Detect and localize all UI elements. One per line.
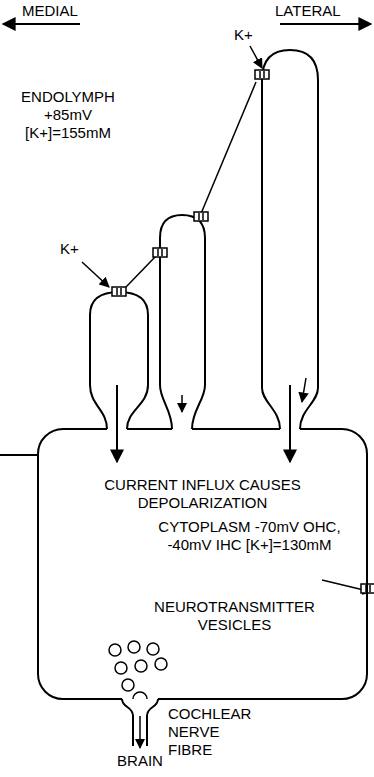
ion-arrow (82, 262, 109, 287)
signal-arrow (139, 716, 141, 748)
ion-label: K+ (234, 26, 260, 44)
direction-label: LATERAL (275, 2, 365, 20)
direction-arrow (280, 23, 371, 25)
effect-text: CURRENT INFLUX CAUSES DEPOLARIZATION (47, 476, 358, 512)
stereocilium (90, 292, 148, 429)
nerve-label: COCHLEAR NERVE FIBRE (168, 705, 263, 759)
support-line (0, 454, 37, 456)
direction-label: MEDIAL (22, 2, 102, 20)
ion-label: K+ (60, 240, 86, 258)
target-label: BRAIN (100, 752, 180, 770)
region-label: ENDOLYMPH +85mV [K+]=155mM (12, 88, 124, 142)
vesicle-label: NEUROTRANSMITTER VESICLES (132, 598, 337, 634)
current-arrow (289, 385, 291, 462)
nerve-fibre (122, 699, 133, 746)
cell-outline (37, 428, 368, 700)
ion-channel (112, 70, 374, 593)
stereocilium (262, 50, 318, 429)
current-arrow (116, 385, 118, 462)
current-arrow (181, 395, 183, 412)
stereocilium (160, 215, 205, 429)
tip-link (126, 256, 156, 287)
vesicles (109, 641, 167, 699)
hair-cell-body: CURRENT INFLUX CAUSES DEPOLARIZATION CYTO… (37, 428, 368, 700)
tip-link (200, 82, 256, 216)
ion-arrow (250, 46, 262, 68)
current-arrow (302, 378, 306, 402)
nerve-fibre (147, 699, 158, 746)
direction-arrow (3, 23, 80, 25)
cytoplasm-text: CYTOPLASM -70mV OHC, -40mV IHC [K+]=130m… (142, 518, 357, 554)
